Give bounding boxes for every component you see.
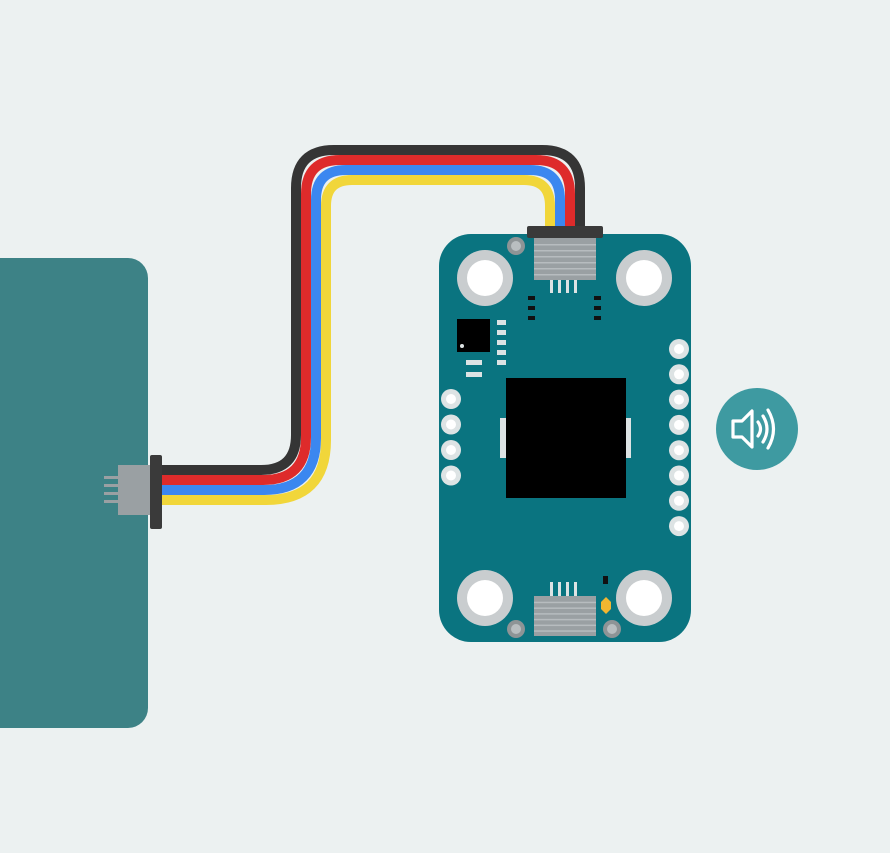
main-audio-chip [506, 378, 626, 498]
left-header-pins [441, 389, 461, 486]
header-pin-hole [674, 470, 684, 481]
speaker-icon [731, 408, 776, 450]
header-pin-hole [446, 445, 456, 455]
connector-pin [558, 582, 561, 596]
header-pin-hole [446, 394, 456, 404]
smd-component [594, 316, 601, 320]
main-chip-side-tab [625, 418, 631, 458]
header-pin-hole [674, 495, 684, 506]
mounting-hole-center [626, 580, 662, 616]
connector-pin [574, 582, 577, 596]
connector-ridges [534, 601, 596, 632]
smd-component [497, 360, 506, 365]
mounting-hole-center [626, 260, 662, 296]
smd-component [497, 350, 506, 355]
cable-wire-red [158, 155, 575, 485]
header-pin-hole [446, 419, 456, 430]
smd-component [466, 372, 482, 377]
connector-ridge [534, 244, 596, 246]
smd-components [466, 296, 608, 584]
connector-ridge [534, 624, 596, 627]
header-pin-hole [674, 369, 684, 380]
connector-ridge [534, 250, 596, 252]
connector-ridge [534, 268, 596, 270]
speaker-badge-circle [716, 388, 798, 470]
connector-pin [566, 280, 569, 293]
smd-component [528, 296, 535, 300]
screw-pad-center [511, 241, 521, 251]
header-pin-hole [674, 445, 684, 456]
connector-pin [574, 280, 577, 293]
connector-ridges [534, 244, 596, 276]
connector-ridge [534, 256, 596, 258]
screw-pad-center [511, 624, 521, 634]
cable-wire-blue [158, 165, 565, 495]
smd-component [594, 296, 601, 300]
connector-pin [104, 484, 118, 487]
connector-ridge [534, 262, 596, 264]
connector-ridge [534, 601, 596, 604]
smd-component [497, 330, 506, 335]
connector-pin [104, 492, 118, 495]
header-pin-hole [446, 470, 456, 481]
smd-component [497, 320, 506, 325]
host-qwiic-connector [104, 455, 162, 529]
mounting-hole-center [467, 260, 503, 296]
connector-pin [104, 476, 118, 479]
connector-pin [566, 582, 569, 596]
module-connector-top-latch [527, 226, 603, 238]
connector-pin [550, 280, 553, 293]
smd-component [466, 360, 482, 365]
screw-pad-center [607, 624, 617, 634]
connector-pin [104, 500, 118, 503]
ic-pin1-dot [460, 344, 464, 348]
qwiic-cable [158, 145, 585, 505]
cable-wire-black [158, 145, 585, 475]
main-chip-side-tab [500, 418, 506, 458]
connector-latch [150, 455, 162, 529]
connector-ridge [534, 630, 596, 632]
smd-component [528, 306, 535, 310]
host-board [0, 258, 148, 728]
connector-pin [550, 582, 553, 596]
module-board-group [439, 226, 691, 642]
connector-ridge [534, 607, 596, 609]
connector-ridge [534, 274, 596, 276]
connector-body [118, 465, 150, 515]
smd-component [603, 576, 608, 584]
connector-ridge [534, 613, 596, 615]
header-pin-hole [674, 394, 684, 405]
cable-wire-yellow [158, 175, 555, 505]
smd-component [594, 306, 601, 310]
smd-component [497, 340, 506, 345]
header-pin-hole [674, 521, 684, 532]
connector-ridge [534, 618, 596, 621]
right-header-pins [669, 339, 689, 537]
header-pin-hole [674, 419, 684, 430]
connector-pin [558, 280, 561, 293]
speaker-badge [716, 388, 798, 470]
mounting-hole-center [467, 580, 503, 616]
header-pin-hole [674, 344, 684, 354]
status-led [601, 597, 611, 614]
smd-component [528, 316, 535, 320]
